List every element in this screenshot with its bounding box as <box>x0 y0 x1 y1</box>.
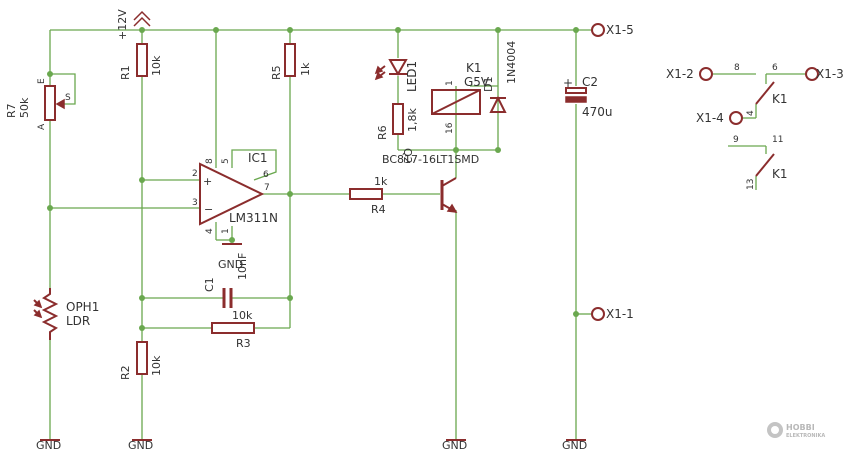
junctions <box>47 27 579 331</box>
c2-polarity: + <box>563 76 573 90</box>
ic1-comparator <box>199 162 265 226</box>
r6-ref: R6 <box>376 125 389 140</box>
supply-label: +12V <box>116 9 129 40</box>
gnd-label-3: GND <box>442 439 467 452</box>
k1-contact-1 <box>755 81 775 105</box>
ic1-pin-5: 5 <box>221 158 231 164</box>
connector-x12: X1-2 <box>666 67 694 81</box>
r4-ref: R4 <box>371 203 386 216</box>
r3-value: 10k <box>232 309 253 322</box>
oph1-value: LDR <box>66 314 90 328</box>
connector-x14: X1-4 <box>696 111 724 125</box>
connector-x15: X1-5 <box>606 23 634 37</box>
r5-ref: R5 <box>270 65 283 80</box>
ldr-oph1 <box>33 288 59 340</box>
oph1-ref: OPH1 <box>66 300 99 314</box>
ic1-pin-7: 7 <box>264 183 270 193</box>
contact2-label: K1 <box>772 167 788 181</box>
r5-resistor <box>284 43 296 77</box>
gnd-label-2: GND <box>128 439 153 452</box>
contact2-pin-13: 13 <box>746 179 756 190</box>
r4-value: 1k <box>374 175 388 188</box>
c2-ref: C2 <box>582 75 598 89</box>
r7-value: 50k <box>18 97 31 118</box>
r5-value: 1k <box>299 62 312 76</box>
ic1-pin-6: 6 <box>263 170 269 180</box>
c2-capacitor <box>565 87 587 103</box>
ic1-pin-2: 2 <box>192 169 198 179</box>
q2-ref: Q2 <box>401 148 414 164</box>
contact1-pin-6: 6 <box>772 63 778 73</box>
ic1-minus: − <box>204 203 213 216</box>
ic1-pin-3: 3 <box>192 198 198 208</box>
connector-x13: X1-3 <box>816 67 844 81</box>
q2-transistor <box>440 177 458 213</box>
led1-diode <box>374 59 408 81</box>
d1-ref: D1 <box>482 77 495 92</box>
k1-value: G5V <box>464 75 490 89</box>
gnd-label-4: GND <box>562 439 587 452</box>
k1-pin-16: 16 <box>445 122 455 134</box>
supply-arrow-icon <box>133 10 151 27</box>
ic1-value: LM311N <box>229 211 278 225</box>
contact1-label: K1 <box>772 92 788 106</box>
contact1-pin-4: 4 <box>746 110 756 116</box>
contact2-pin-11: 11 <box>772 135 783 145</box>
connector-pads <box>591 23 819 321</box>
d1-value: 1N4004 <box>505 41 518 84</box>
contact1-pin-8: 8 <box>734 63 740 73</box>
r1-resistor <box>136 43 148 77</box>
k1-ref: K1 <box>466 61 482 75</box>
d1-diode <box>489 95 507 113</box>
r3-resistor <box>211 322 255 334</box>
ic1-pin-8: 8 <box>205 158 215 164</box>
watermark-logo: HOBBI ELEKTRONIKA <box>767 422 825 439</box>
connector-x11: X1-1 <box>606 307 634 321</box>
ic1-ref: IC1 <box>248 151 268 165</box>
led1-ref: LED1 <box>405 61 419 92</box>
r7-ref: R7 <box>5 103 18 118</box>
r2-value: 10k <box>150 355 163 376</box>
ic1-gnd-label: GND <box>218 258 243 271</box>
gnd-label-1: GND <box>36 439 61 452</box>
contact2-pin-9: 9 <box>733 135 739 145</box>
ic1-pin-1: 1 <box>221 228 231 234</box>
r4-resistor <box>349 188 383 200</box>
r3-ref: R3 <box>236 337 251 350</box>
c1-capacitor <box>222 288 233 308</box>
r2-resistor <box>136 341 148 375</box>
r7-potentiometer <box>44 85 65 121</box>
q2-value: BC817-16LT1SMD <box>382 153 479 166</box>
c1-ref: C1 <box>203 277 216 292</box>
r6-value: 1,8k <box>406 108 419 132</box>
ic1-pin-4: 4 <box>205 228 215 234</box>
r1-ref: R1 <box>119 65 132 80</box>
r1-value: 10k <box>150 55 163 76</box>
c2-value: 470u <box>582 105 613 119</box>
c1-value: 10nF <box>236 253 249 280</box>
r6-resistor <box>392 103 404 135</box>
r2-ref: R2 <box>119 365 132 380</box>
watermark-line2: ELEKTRONIKA <box>786 433 825 439</box>
ic1-plus: + <box>203 175 212 188</box>
watermark-line1: HOBBI <box>786 423 815 432</box>
k1-contact-2 <box>755 153 775 177</box>
k1-relay-coil <box>431 89 481 115</box>
k1-pin-1: 1 <box>445 80 455 86</box>
r7-pin-e: E <box>37 78 47 84</box>
r7-pin-s: S <box>65 93 71 103</box>
r7-pin-a: A <box>37 123 47 130</box>
wires <box>49 29 806 440</box>
